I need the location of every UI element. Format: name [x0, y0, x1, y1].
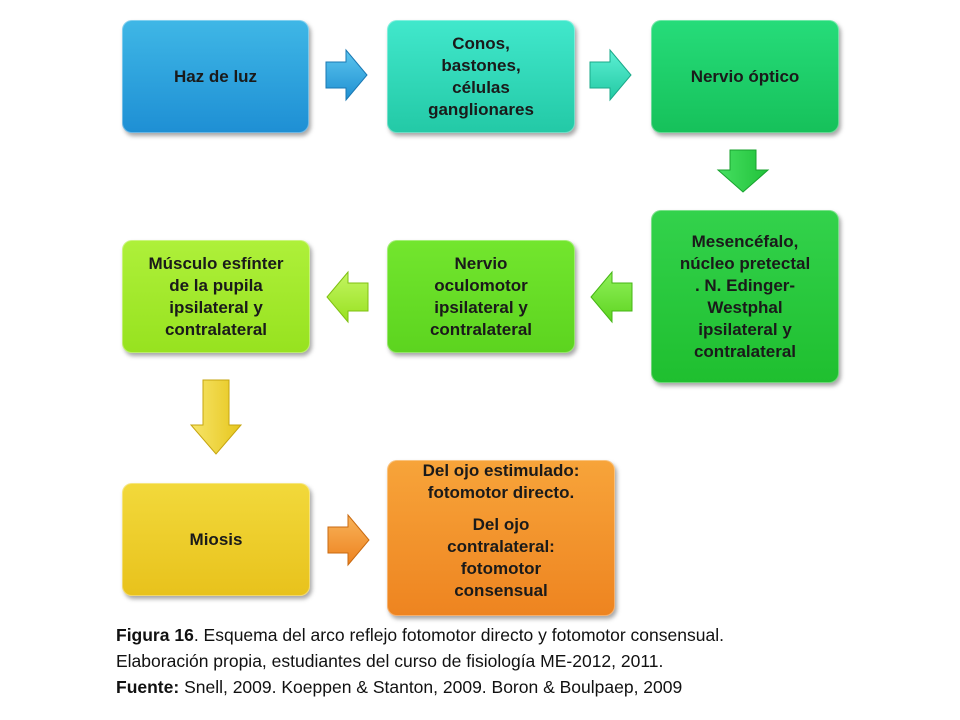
node-nervio-optico: Nervio óptico: [651, 20, 839, 133]
node-label-line: oculomotor: [434, 275, 528, 295]
node-conos-bastones: Conos, bastones, células ganglionares: [387, 20, 575, 133]
node-label-line: fotomotor directo.: [427, 483, 575, 502]
node-resultado: Del ojo estimulado: fotomotor directo. D…: [387, 460, 615, 616]
node-label-line: contralateral: [164, 319, 268, 339]
node-label-line: de la pupila: [169, 275, 263, 295]
node-haz-de-luz: Haz de luz: [122, 20, 309, 133]
node-label-line: células: [452, 77, 510, 97]
node-label-line: fotomotor: [460, 559, 542, 578]
arrow-right-icon: [327, 513, 370, 567]
node-label-line: Del ojo estimulado:: [422, 461, 580, 480]
node-label-line: . N. Edinger-: [694, 275, 796, 295]
node-label-line: Nervio: [454, 253, 508, 273]
figure-caption: Figura 16. Esquema del arco reflejo foto…: [116, 622, 916, 700]
node-musculo-esfinter: Músculo esfínter de la pupila ipsilatera…: [122, 240, 310, 353]
caption-line-3: Fuente: Snell, 2009. Koeppen & Stanton, …: [116, 674, 916, 700]
caption-source-label: Fuente:: [116, 677, 180, 697]
caption-source-text: Snell, 2009. Koeppen & Stanton, 2009. Bo…: [179, 677, 683, 697]
node-label-line: ipsilateral y: [169, 297, 263, 317]
arrow-down-icon: [189, 379, 243, 455]
node-label-line: Westphal: [707, 297, 783, 317]
node-label: Nervio óptico: [690, 66, 800, 86]
node-label: Miosis: [189, 529, 243, 549]
caption-figure-label: Figura 16: [116, 625, 194, 645]
node-label-line: Mesencéfalo,: [691, 231, 799, 251]
node-label-line: Músculo esfínter: [148, 253, 284, 273]
arrow-left-icon: [326, 270, 369, 324]
node-label-line: Conos,: [452, 33, 510, 53]
node-label-line: Del ojo: [472, 515, 530, 534]
arrow-right-icon: [589, 48, 632, 102]
node-label-line: ipsilateral y: [698, 319, 792, 339]
caption-figure-text: . Esquema del arco reflejo fotomotor dir…: [193, 625, 724, 645]
arrow-right-icon: [325, 48, 368, 102]
node-label-line: consensual: [454, 581, 548, 600]
node-miosis: Miosis: [122, 483, 310, 596]
caption-line-2: Elaboración propia, estudiantes del curs…: [116, 651, 664, 671]
node-mesencefalo: Mesencéfalo, núcleo pretectal . N. Eding…: [651, 210, 839, 383]
arrow-left-icon: [590, 270, 633, 324]
node-label-line: ganglionares: [428, 99, 534, 119]
arrow-down-icon: [716, 149, 770, 193]
node-label-line: contralateral:: [447, 537, 555, 556]
node-label: Haz de luz: [173, 66, 258, 86]
node-label-line: núcleo pretectal: [679, 253, 811, 273]
node-nervio-oculomotor: Nervio oculomotor ipsilateral y contrala…: [387, 240, 575, 353]
node-label-line: contralateral: [693, 341, 797, 361]
node-label-line: ipsilateral y: [434, 297, 528, 317]
node-label-line: bastones,: [441, 55, 521, 75]
caption-line-1: Figura 16. Esquema del arco reflejo foto…: [116, 622, 916, 648]
node-label-line: contralateral: [429, 319, 533, 339]
